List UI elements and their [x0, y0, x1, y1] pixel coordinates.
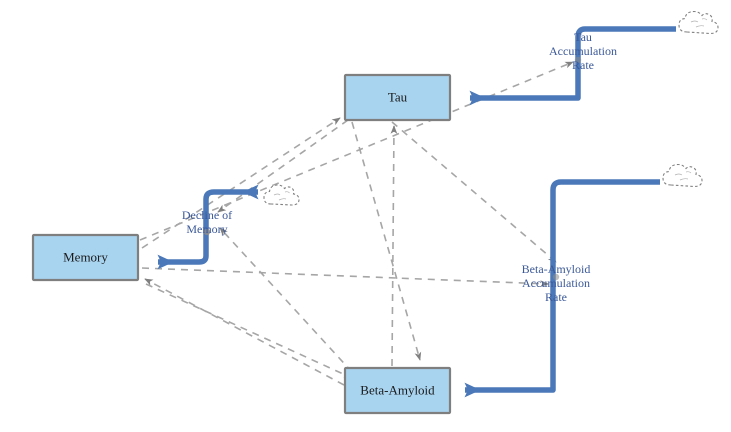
rate-decline-of-memory-label: Decline of Memory [182, 208, 232, 236]
stock-memory-label: Memory [63, 249, 108, 264]
rate-beta-line-3: Rate [545, 290, 567, 304]
link-memory-to-beta-valve [141, 267, 549, 288]
rate-tau-accumulation-label: Tau Accumulation Rate [549, 30, 617, 72]
valve-tau-rate[interactable] [574, 56, 582, 64]
link-memory-to-beta [145, 283, 353, 379]
stock-beta-amyloid-label: Beta-Amyloid [360, 382, 435, 397]
rate-memory-line-2: Memory [186, 222, 227, 236]
cloud-middle-right-icon [662, 163, 703, 188]
stock-tau-label: Tau [388, 89, 408, 104]
link-beta-to-tau [390, 125, 398, 367]
rate-beta-amyloid-accumulation-label: Beta-Amyloid Accumulation Rate [522, 262, 591, 304]
stock-layer: Tau Memory Beta-Amyloid [31, 73, 452, 415]
rate-tau-line-2: Accumulation [549, 44, 617, 58]
rate-label-layer: Tau Accumulation Rate Decline of Memory … [182, 30, 617, 304]
valve-layer [203, 56, 582, 281]
causal-link-layer [139, 61, 574, 386]
flow-decline-of-memory-out [203, 184, 259, 232]
link-memory-to-tau-valve [139, 61, 574, 241]
flow-layer [157, 26, 676, 398]
flow-beta-amyloid-accumulation [464, 179, 660, 398]
link-beta-to-memory [144, 278, 345, 386]
stock-beta-amyloid[interactable]: Beta-Amyloid [343, 366, 452, 415]
flow-decline-of-memory-in [157, 232, 209, 270]
cloud-layer [263, 10, 719, 206]
rate-beta-line-1: Beta-Amyloid [522, 262, 591, 276]
link-beta-to-memory-valve [219, 227, 353, 373]
stock-beta-amyloid-box[interactable] [343, 366, 452, 415]
valve-decline-of-memory[interactable] [203, 228, 211, 236]
rate-beta-line-2: Accumulation [522, 276, 590, 290]
rate-memory-line-1: Decline of [182, 208, 232, 222]
stock-memory[interactable]: Memory [31, 233, 140, 282]
stock-memory-box[interactable] [31, 233, 140, 282]
link-tau-to-beta-valve [391, 121, 557, 263]
rate-tau-line-3: Rate [572, 58, 594, 72]
stock-tau-box[interactable] [343, 73, 452, 122]
link-tau-to-memory-valve [217, 119, 349, 213]
stock-tau[interactable]: Tau [343, 73, 452, 122]
valve-beta-amyloid-rate[interactable] [552, 273, 560, 281]
cloud-center-left-icon [263, 184, 300, 206]
rate-tau-line-1: Tau [574, 30, 592, 44]
cloud-top-right-icon [678, 10, 719, 35]
link-memory-to-tau [141, 117, 341, 249]
link-tau-to-beta-amyloid [351, 121, 422, 361]
flow-tau-accumulation [469, 26, 676, 106]
